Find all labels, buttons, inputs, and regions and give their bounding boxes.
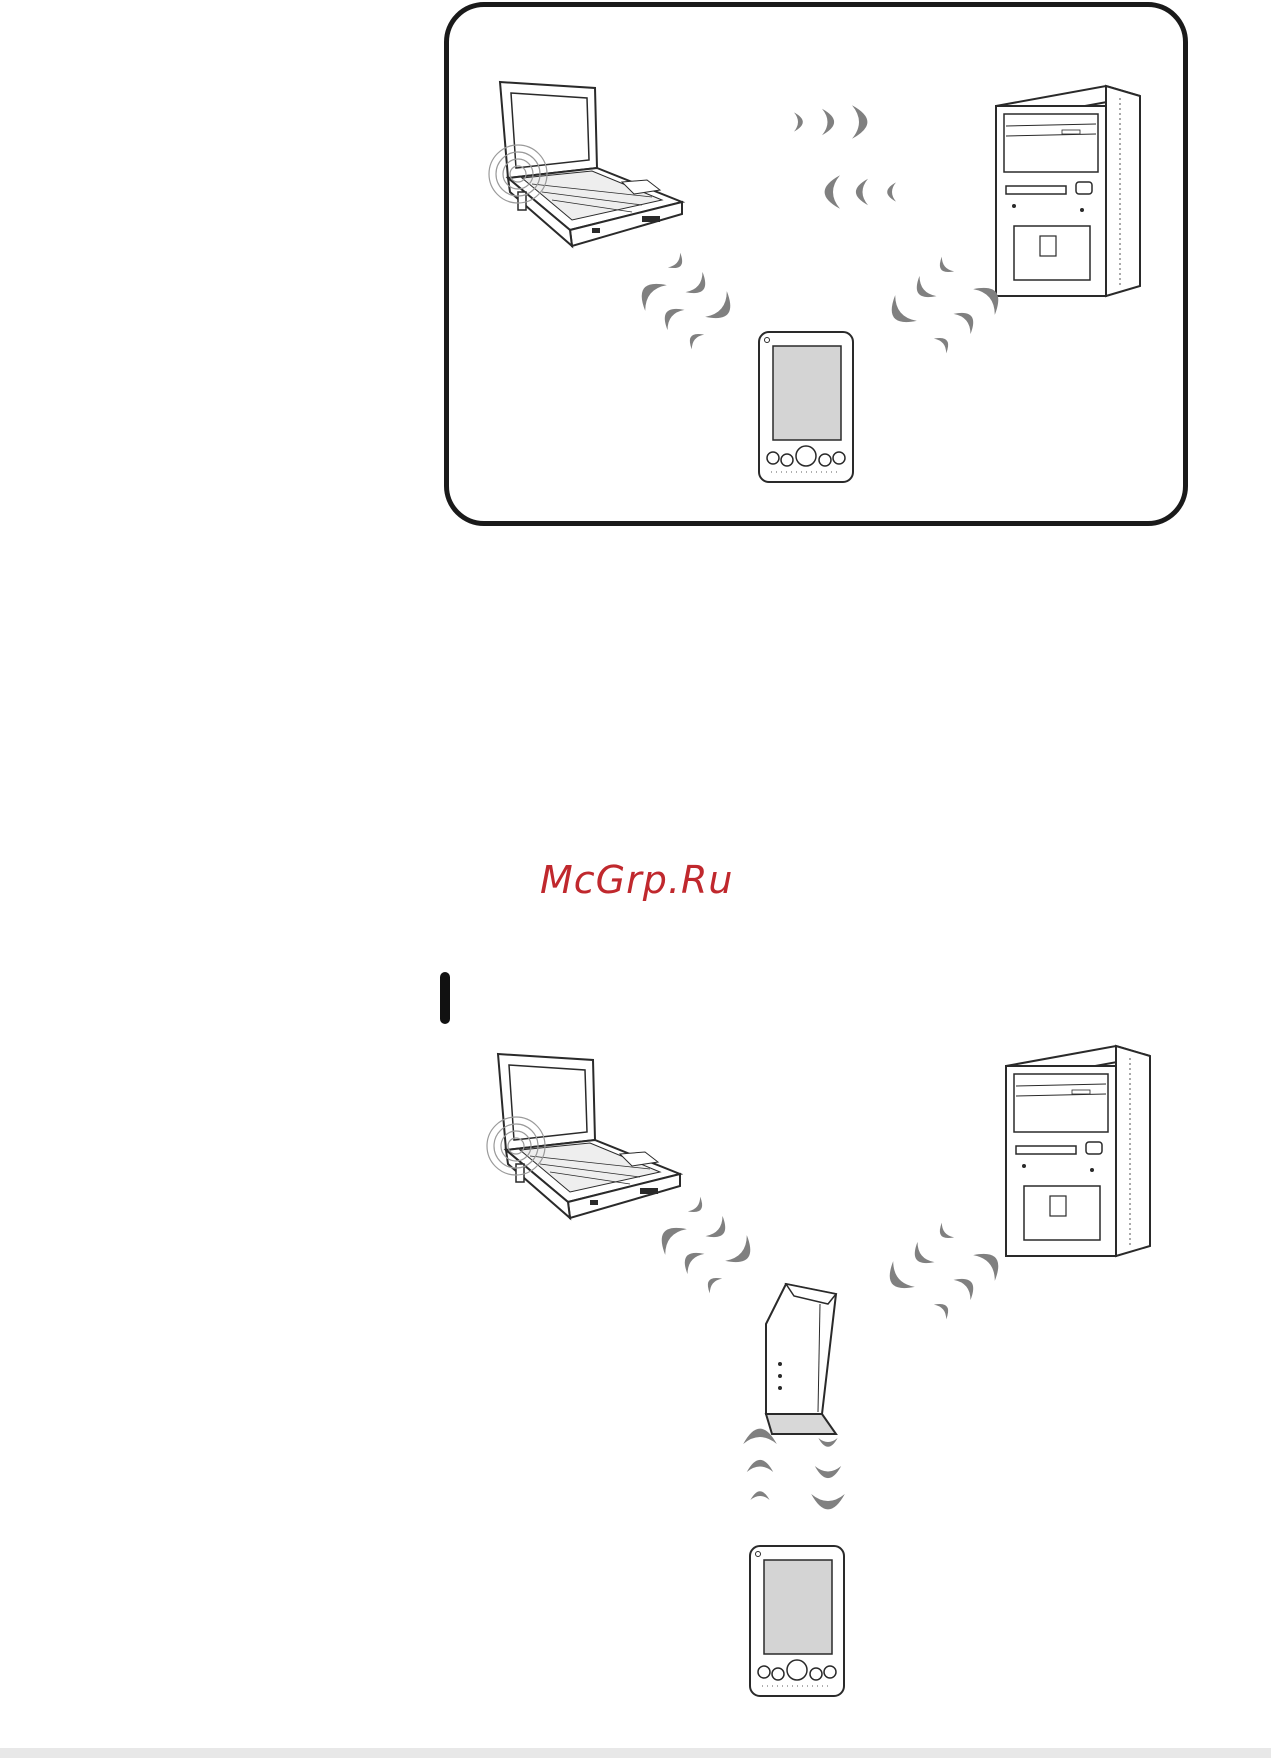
access-point-icon [766, 1284, 836, 1434]
watermark-text: McGrp.Ru [540, 858, 733, 902]
wireless-signal-icon [653, 1197, 758, 1294]
infrastructure-drawing [444, 1044, 1188, 1724]
laptop-icon [487, 1054, 680, 1218]
wireless-signal-icon [633, 253, 738, 350]
laptop-icon [489, 82, 682, 246]
ad-hoc-drawing [444, 2, 1188, 526]
wireless-signal-icon [794, 105, 867, 139]
section-marker [440, 972, 450, 1024]
desktop-pc-icon [996, 86, 1140, 296]
wireless-signal-icon [883, 257, 1006, 354]
pda-icon [750, 1546, 844, 1696]
wireless-signal-icon [743, 1429, 845, 1510]
page-footer-band [0, 1748, 1271, 1758]
wireless-signal-icon [881, 1223, 1006, 1320]
wireless-signal-icon [825, 175, 896, 209]
desktop-pc-icon [1006, 1046, 1150, 1256]
ad-hoc-diagram [444, 2, 1188, 526]
pda-icon [759, 332, 853, 482]
infrastructure-diagram [444, 1044, 1188, 1724]
